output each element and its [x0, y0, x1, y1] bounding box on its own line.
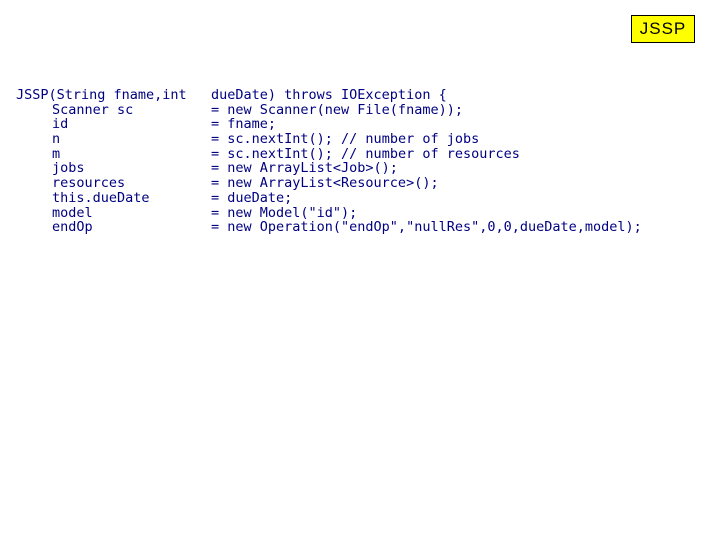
code-line: jobs = new ArrayList<Job>(); [16, 161, 642, 176]
code-line: id = fname; [16, 117, 642, 132]
code-rhs: = new ArrayList<Job>(); [211, 160, 398, 177]
code-line-header: JSSP(String fname,int dueDate) throws IO… [16, 88, 642, 103]
code-line: m = sc.nextInt(); // number of resources [16, 145, 642, 162]
code-rhs: = new Model("id"); [211, 204, 358, 221]
code-rhs: = new Scanner(new File(fname)); [211, 101, 463, 118]
code-lhs: Scanner sc [52, 101, 134, 118]
code-lhs: this.dueDate [52, 189, 150, 206]
code-lhs: model [52, 204, 93, 221]
code-lhs: m [52, 145, 61, 162]
code-line: model = new Model("id"); [16, 204, 642, 221]
code-rhs: = sc.nextInt(); [211, 131, 333, 148]
code-rhs: = fname; [211, 116, 277, 133]
code-lhs: endOp [52, 219, 93, 236]
code-line: Scanner sc = new Scanner(new File(fname))… [16, 101, 642, 118]
code-rhs: = dueDate; [211, 189, 293, 206]
code-lhs: id [52, 116, 69, 133]
code-lhs: resources [52, 175, 126, 192]
code-rhs: = new Operation("endOp","nullRes",0,0,du… [211, 219, 642, 236]
code-comment: // number of resources [332, 145, 520, 162]
code-rhs: = sc.nextInt(); [211, 145, 333, 162]
code-lhs: jobs [52, 160, 85, 177]
slide-title: JSSP [631, 15, 695, 43]
constructor-signature: JSSP(String fname,int [16, 87, 195, 103]
code-rhs: = new ArrayList<Resource>(); [211, 175, 439, 192]
constructor-signature-rest: dueDate) throws IOException { [211, 87, 447, 103]
code-line: this.dueDate = dueDate; [16, 189, 642, 206]
code-comment: // number of jobs [332, 131, 480, 148]
code-line: resources = new ArrayList<Resource>(); [16, 176, 642, 191]
code-block: JSSP(String fname,int dueDate) throws IO… [16, 88, 642, 235]
code-lhs: n [52, 131, 61, 148]
code-line: n = sc.nextInt(); // number of jobs [16, 132, 642, 147]
code-line: endOp = new Operation("endOp","nullRes",0… [16, 220, 642, 235]
